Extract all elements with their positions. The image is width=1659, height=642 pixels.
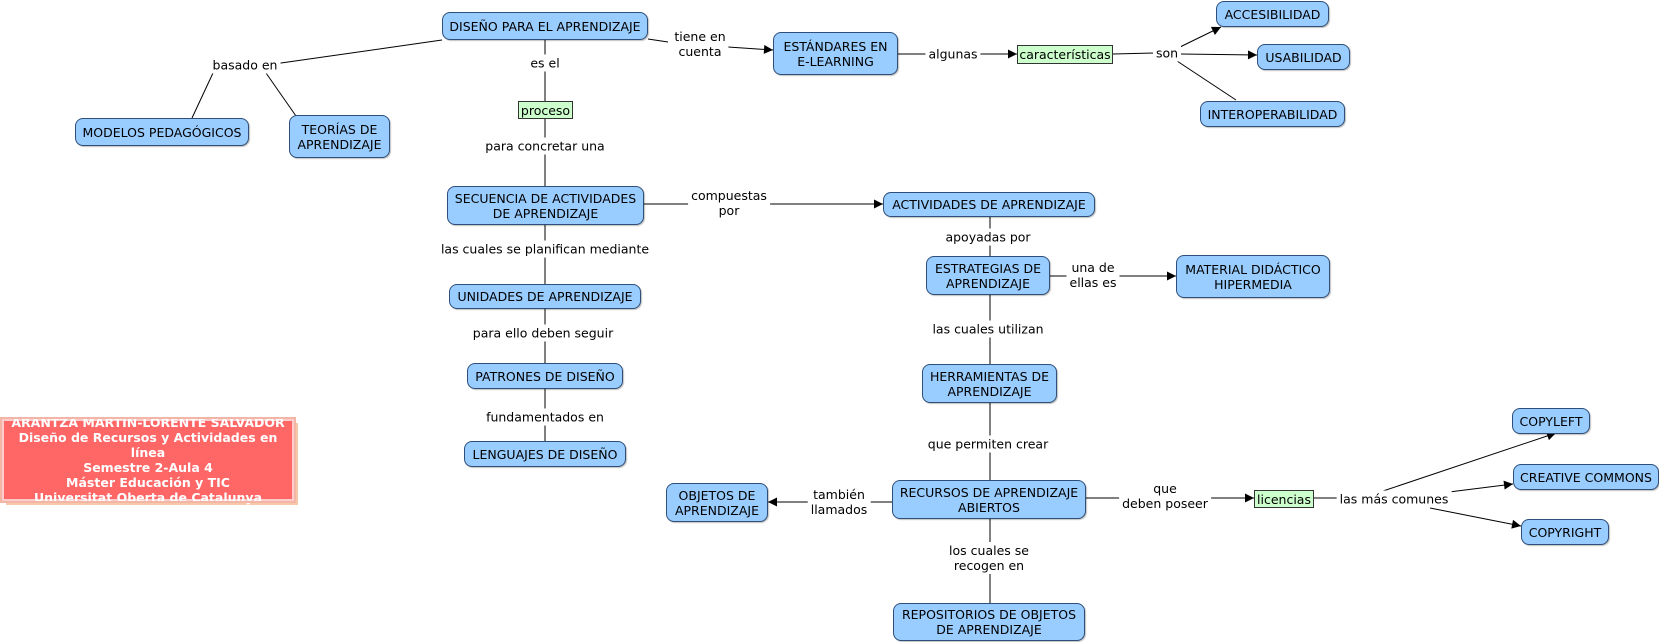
university-name: Universitat Oberta de Catalunya — [33, 490, 263, 505]
node-modelos[interactable]: MODELOS PEDAGÓGICOS — [75, 118, 249, 146]
node-estrategias[interactable]: ESTRATEGIAS DE APRENDIZAJE — [926, 256, 1050, 295]
link-label-tiene-en-cuenta: tiene en cuenta — [671, 28, 729, 60]
link-label-para-concretar: para concretar una — [482, 137, 608, 155]
master-name: Máster Educación y TIC — [66, 475, 230, 490]
link-label-fundamentados: fundamentados en — [483, 408, 607, 426]
node-diseno[interactable]: DISEÑO PARA EL APRENDIZAJE — [442, 12, 648, 40]
node-herramientas[interactable]: HERRAMIENTAS DE APRENDIZAJE — [922, 364, 1057, 403]
node-material[interactable]: MATERIAL DIDÁCTICO HIPERMEDIA — [1176, 255, 1330, 298]
node-accesibilidad[interactable]: ACCESIBILIDAD — [1216, 1, 1329, 27]
node-usabilidad[interactable]: USABILIDAD — [1257, 44, 1350, 70]
author-name: ARANTZA MARTÍN-LORENTE SALVADOR — [11, 415, 285, 430]
link-label-basado-en: basado en — [209, 56, 281, 74]
node-secuencia[interactable]: SECUENCIA DE ACTIVIDADES DE APRENDIZAJE — [447, 186, 644, 225]
node-repositorios[interactable]: REPOSITORIOS DE OBJETOS DE APRENDIZAJE — [893, 603, 1085, 641]
node-licencias[interactable]: licencias — [1254, 490, 1314, 508]
link-label-apoyadas-por: apoyadas por — [942, 228, 1034, 246]
link-label-permiten-crear: que permiten crear — [924, 435, 1052, 453]
link-label-mas-comunes: las más comunes — [1336, 490, 1452, 508]
link-label-una-de-ellas: una de ellas es — [1066, 259, 1120, 291]
link-label-utilizan: las cuales utilizan — [929, 320, 1047, 338]
node-recursos[interactable]: RECURSOS DE APRENDIZAJE ABIERTOS — [892, 480, 1086, 519]
link-label-se-recogen: los cuales se recogen en — [946, 542, 1032, 574]
node-caracteristicas[interactable]: características — [1017, 45, 1113, 64]
node-objetos[interactable]: OBJETOS DE APRENDIZAJE — [666, 483, 768, 522]
course-name: Diseño de Recursos y Actividades en líne… — [18, 430, 278, 460]
author-info-box: ARANTZA MARTÍN-LORENTE SALVADOR Diseño d… — [0, 415, 296, 505]
link-label-se-planifican: las cuales se planifican mediante — [437, 240, 653, 258]
node-proceso[interactable]: proceso — [518, 101, 573, 119]
node-estandares[interactable]: ESTÁNDARES EN E-LEARNING — [773, 32, 898, 75]
link-label-deben-poseer: que deben poseer — [1119, 480, 1211, 512]
link-label-algunas: algunas — [925, 45, 981, 63]
node-teorias[interactable]: TEORÍAS DE APRENDIZAJE — [289, 115, 390, 158]
node-patrones[interactable]: PATRONES DE DISEÑO — [467, 363, 623, 389]
link-label-deben-seguir: para ello deben seguir — [469, 324, 617, 342]
node-copyleft[interactable]: COPYLEFT — [1512, 408, 1590, 434]
semester: Semestre 2-Aula 4 — [83, 460, 213, 475]
link-label-tambien-llamados: también llamados — [807, 486, 871, 518]
node-interoperabilidad[interactable]: INTEROPERABILIDAD — [1200, 101, 1345, 127]
node-copyright[interactable]: COPYRIGHT — [1521, 519, 1609, 545]
node-unidades[interactable]: UNIDADES DE APRENDIZAJE — [449, 284, 641, 309]
node-creative-commons[interactable]: CREATIVE COMMONS — [1513, 464, 1659, 490]
link-label-compuestas-por: compuestas por — [688, 187, 770, 219]
node-lenguajes[interactable]: LENGUAJES DE DISEÑO — [464, 441, 626, 467]
node-actividades[interactable]: ACTIVIDADES DE APRENDIZAJE — [883, 192, 1095, 217]
link-label-es-el: es el — [527, 54, 563, 72]
link-label-son: son — [1152, 44, 1182, 62]
